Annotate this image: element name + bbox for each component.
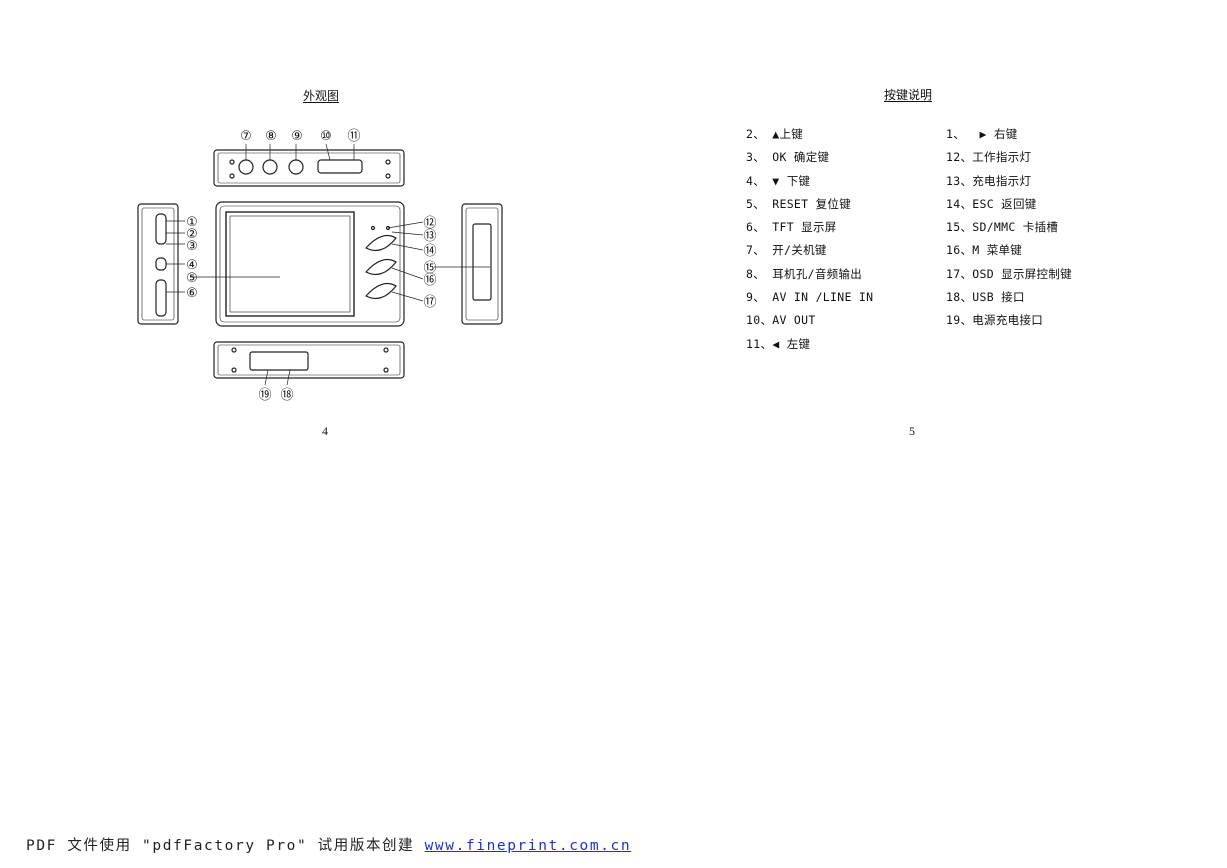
callout-13: ⑬ (423, 229, 436, 244)
callout-18: ⑱ (280, 388, 293, 403)
right-page-number: 5 (909, 424, 915, 438)
callout-8: ⑧ (265, 129, 277, 144)
key-item: 17、OSD 显示屏控制键 (946, 266, 1072, 281)
key-item: 13、充电指示灯 (946, 173, 1032, 188)
key-description-list: 2、 ▲上键 1、 ▶ 右键 3、 OK 确定键 12、工作指示灯 4、 ▼ 下… (746, 123, 1146, 356)
callout-2: ② (186, 227, 198, 242)
key-item: 7、 开/关机键 (746, 243, 827, 258)
key-item: 3、 OK 确定键 (746, 150, 830, 165)
key-item: 11、◀ 左键 (746, 336, 811, 351)
callout-4: ④ (186, 258, 198, 273)
key-item: 16、M 菜单键 (946, 243, 1023, 258)
callout-5: ⑤ (186, 271, 198, 286)
left-page-number: 4 (322, 424, 328, 438)
key-item: 18、USB 接口 (946, 290, 1025, 305)
device-exterior-figure: ⑦ ⑧ ⑨ ⑩ ⑪ ① ② ③ ④ ⑤ ⑥ ⑫ ⑬ ⑭ ⑮ ⑯ ⑰ ⑲ ⑱ (130, 120, 520, 409)
callout-10: ⑩ (320, 129, 332, 144)
key-item: 9、 AV IN /LINE IN (746, 290, 874, 305)
bottom-view-body (213, 341, 405, 379)
callout-14: ⑭ (423, 244, 436, 259)
key-item: 12、工作指示灯 (946, 150, 1032, 165)
callout-17: ⑰ (423, 295, 436, 310)
key-item: 8、 耳机孔/音频输出 (746, 266, 863, 281)
right-page-title: 按键说明 (884, 88, 933, 102)
key-item: 14、ESC 返回键 (946, 196, 1037, 211)
callout-7: ⑦ (240, 129, 252, 144)
left-page-title: 外观图 (303, 89, 340, 103)
callout-15: ⑮ (423, 261, 436, 276)
key-item (946, 333, 1146, 356)
key-item: 6、 TFT 显示屏 (746, 220, 837, 235)
key-item: 19、电源充电接口 (946, 313, 1044, 328)
callout-3: ③ (186, 239, 198, 254)
device-diagram-svg: ⑦ ⑧ ⑨ ⑩ ⑪ ① ② ③ ④ ⑤ ⑥ ⑫ ⑬ ⑭ ⑮ ⑯ ⑰ ⑲ ⑱ (137, 129, 503, 403)
callout-19: ⑲ (258, 388, 271, 403)
key-item: 5、 RESET 复位键 (746, 196, 851, 211)
callout-9: ⑨ (291, 129, 303, 144)
tft-screen (225, 211, 355, 317)
callout-16: ⑯ (423, 273, 436, 288)
key-item: 15、SD/MMC 卡插槽 (946, 220, 1059, 235)
footer-link[interactable]: www.fineprint.com.cn (424, 838, 632, 854)
pdf-footer: PDF 文件使用 "pdfFactory Pro" 试用版本创建 www.fin… (26, 834, 631, 855)
footer-text: PDF 文件使用 "pdfFactory Pro" 试用版本创建 (26, 838, 425, 854)
top-view-body (213, 149, 405, 187)
right-side-view-body (461, 203, 503, 325)
key-item: 2、 ▲上键 (746, 127, 804, 141)
key-item: 10、AV OUT (746, 313, 816, 328)
front-view-body (215, 201, 405, 327)
key-item: 4、 ▼ 下键 (746, 173, 811, 188)
key-item: 1、 ▶ 右键 (946, 127, 1018, 141)
callout-1: ① (186, 215, 198, 230)
callout-labels: ⑦ ⑧ ⑨ ⑩ ⑪ ① ② ③ ④ ⑤ ⑥ ⑫ ⑬ ⑭ ⑮ ⑯ ⑰ ⑲ ⑱ (186, 129, 436, 403)
callout-11: ⑪ (347, 129, 360, 144)
callout-6: ⑥ (186, 286, 198, 301)
callout-12: ⑫ (423, 216, 436, 231)
